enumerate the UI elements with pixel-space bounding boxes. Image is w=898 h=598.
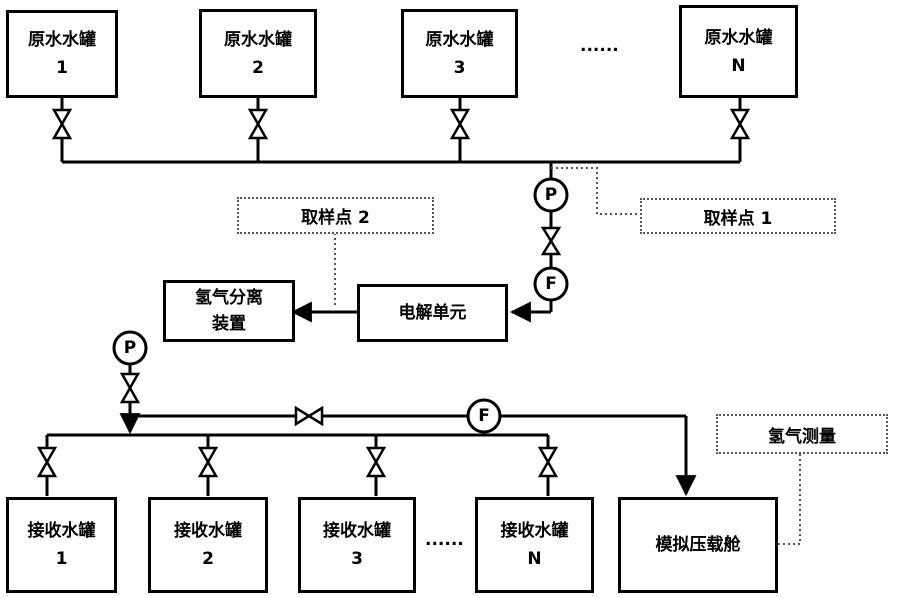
simulation-cabin-label: 模拟压载舱 xyxy=(655,535,741,555)
receive-tank-3: 接收水罐 3 xyxy=(298,497,416,593)
receive-tank-number: N xyxy=(527,549,542,569)
pressure-gauge-icon xyxy=(112,330,148,366)
receive-tank-label: 接收水罐 xyxy=(27,521,96,541)
source-tank-number: N xyxy=(731,55,746,76)
valve-icon xyxy=(51,108,73,140)
receive-tank-number: 3 xyxy=(351,549,363,569)
source-tank-label: 原水水罐 xyxy=(224,29,292,50)
receive-tank-n: 接收水罐 N xyxy=(475,497,594,593)
source-tank-n: 原水水罐 N xyxy=(679,5,798,98)
separator-label-line2: 装置 xyxy=(212,314,246,334)
sampling-point-2: 取样点 2 xyxy=(237,197,434,234)
valve-icon xyxy=(119,372,141,404)
valve-icon xyxy=(365,446,387,478)
receive-tank-1: 接收水罐 1 xyxy=(6,497,117,593)
source-tank-number: 1 xyxy=(56,58,68,78)
hydrogen-measurement: 氢气测量 xyxy=(716,414,888,454)
receive-tank-number: 1 xyxy=(55,549,68,569)
source-tank-label: 原水水罐 xyxy=(704,27,773,48)
valve-icon xyxy=(36,446,58,478)
source-tank-2: 原水水罐 2 xyxy=(199,9,317,98)
receive-ellipsis: ...... xyxy=(425,530,464,550)
receive-tank-label: 接收水罐 xyxy=(174,521,242,541)
pressure-gauge-icon xyxy=(533,177,569,213)
receive-tank-number: 2 xyxy=(202,549,214,569)
hydrogen-measure-leader xyxy=(778,452,801,545)
receive-tank-label: 接收水罐 xyxy=(500,521,569,541)
electrolysis-unit-label: 电解单元 xyxy=(398,303,467,323)
source-tank-number: 3 xyxy=(453,57,466,78)
separator-label-line1: 氢气分离 xyxy=(195,288,263,308)
valve-icon xyxy=(294,405,324,427)
receive-tank-label: 接收水罐 xyxy=(323,521,391,541)
source-tank-1: 原水水罐 1 xyxy=(6,10,118,98)
flow-symbol: F xyxy=(545,274,557,294)
hydrogen-separator: 氢气分离 装置 xyxy=(163,280,295,342)
flow-meter-icon xyxy=(533,266,569,302)
source-tank-number: 2 xyxy=(252,57,264,78)
valve-icon xyxy=(449,108,471,140)
simulation-ballast-cabin: 模拟压载舱 xyxy=(618,497,778,593)
pressure-symbol: P xyxy=(545,185,557,205)
source-ellipsis: ...... xyxy=(580,36,619,56)
source-tank-label: 原水水罐 xyxy=(28,30,96,50)
flow-symbol: F xyxy=(478,406,490,426)
valve-icons xyxy=(36,108,751,478)
valve-icon xyxy=(729,108,751,140)
valve-icon xyxy=(197,446,219,478)
pressure-symbol: P xyxy=(124,338,136,358)
flow-meter-icon xyxy=(466,398,502,434)
source-tank-3: 原水水罐 3 xyxy=(401,9,518,98)
valve-icon xyxy=(537,446,559,478)
sampling-point-1: 取样点 1 xyxy=(640,198,836,234)
electrolysis-unit: 电解单元 xyxy=(357,284,508,342)
valve-icon xyxy=(540,226,562,256)
valve-icon xyxy=(247,108,269,140)
source-tank-label: 原水水罐 xyxy=(425,29,494,50)
receive-tank-2: 接收水罐 2 xyxy=(148,497,268,593)
